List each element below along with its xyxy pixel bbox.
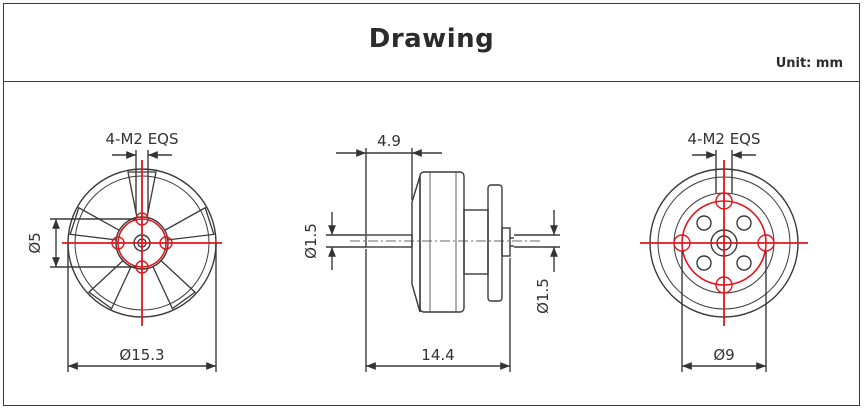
front-diameter-label: Ø15.3 — [119, 346, 164, 364]
side-rear-dim: Ø1.5 — [534, 278, 552, 314]
front-pitch-label: Ø5 — [26, 232, 44, 253]
front-view — [50, 150, 222, 372]
side-bell — [419, 171, 465, 313]
back-view — [640, 150, 808, 372]
side-rear-boss — [501, 227, 511, 257]
side-view — [326, 148, 560, 372]
unit-label: Unit: mm — [775, 56, 843, 71]
side-base — [487, 184, 503, 302]
front-mount-label: 4-M2 EQS — [105, 130, 178, 148]
back-mount-label: 4-M2 EQS — [687, 130, 760, 148]
side-stator — [463, 209, 489, 275]
side-shaft-dim: Ø1.5 — [302, 223, 320, 259]
side-bell-front — [411, 175, 421, 313]
drawing-header: Drawing Unit: mm — [4, 4, 859, 82]
side-length-dim: 14.4 — [421, 346, 454, 364]
drawing-frame: Drawing Unit: mm — [3, 3, 860, 406]
back-pitch-label: Ø9 — [713, 346, 734, 364]
side-top-dim: 4.9 — [377, 132, 401, 150]
drawing-title: Drawing — [368, 24, 495, 54]
